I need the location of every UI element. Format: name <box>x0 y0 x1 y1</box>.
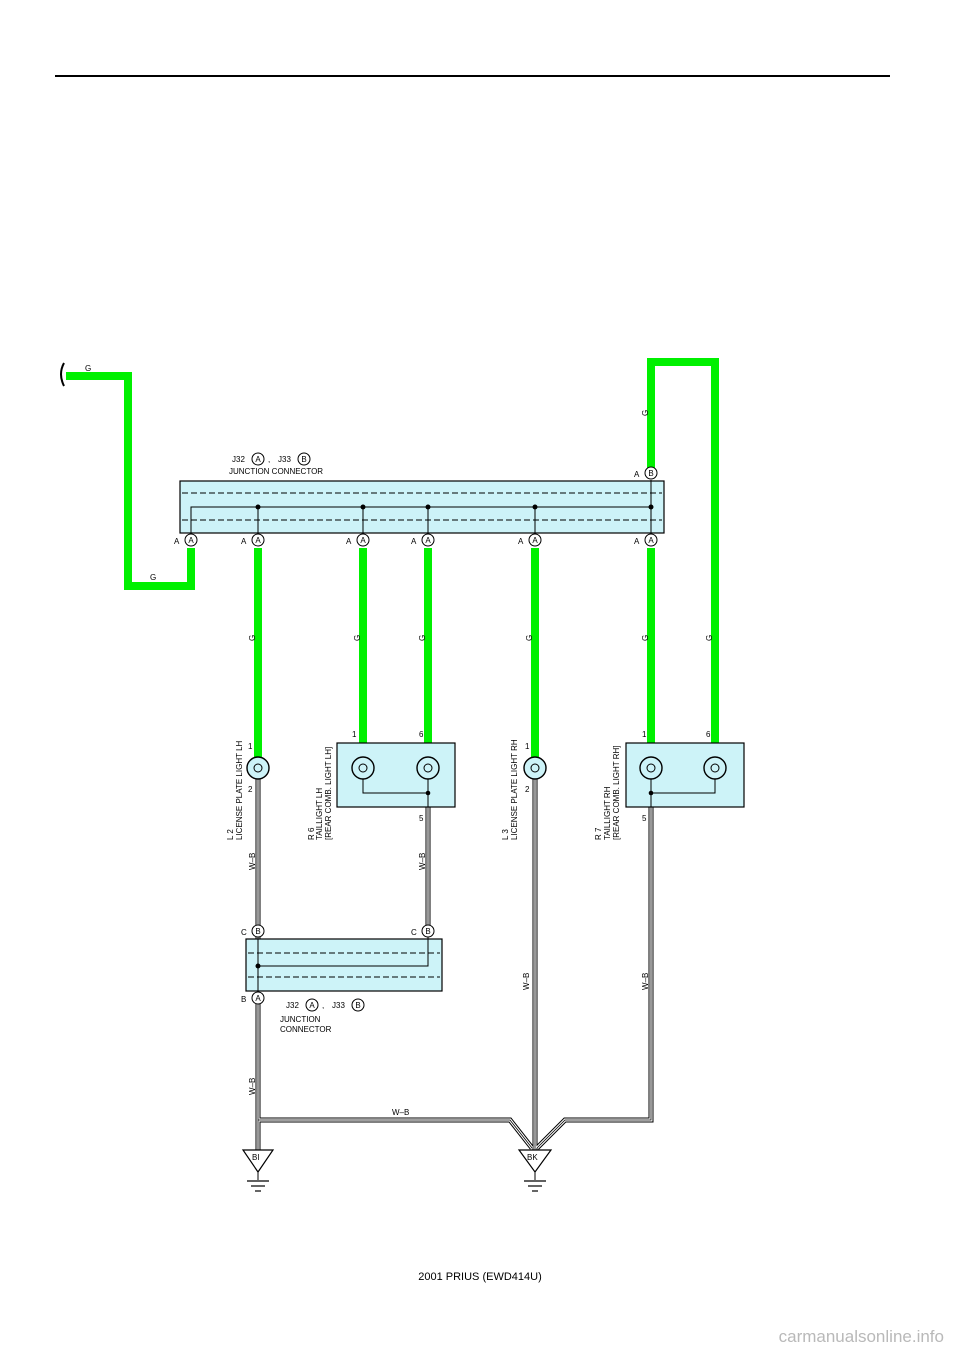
svg-text:A: A <box>634 537 640 546</box>
r7-code: R 7 <box>594 827 603 840</box>
svg-text:JUNCTION: JUNCTION <box>280 1015 321 1024</box>
r7-name: TAILLIGHT RH <box>603 786 612 840</box>
svg-text:G: G <box>85 364 91 373</box>
svg-text:2: 2 <box>248 785 253 794</box>
svg-text:W–B: W–B <box>418 853 427 870</box>
svg-text:A: A <box>634 470 640 479</box>
svg-text:A: A <box>360 536 366 545</box>
svg-text:1: 1 <box>352 730 357 739</box>
svg-text:A: A <box>174 537 180 546</box>
wb-wire-labels: W–B W–B W–B W–B W–B W–B <box>248 853 650 1117</box>
svg-text:A: A <box>255 536 261 545</box>
junction-top-letter-a: A <box>255 455 261 464</box>
wire-break-mark <box>60 362 65 387</box>
svg-text:G: G <box>641 635 650 641</box>
svg-text:A: A <box>518 537 524 546</box>
svg-text:W–B: W–B <box>522 973 531 990</box>
svg-text:A: A <box>346 537 352 546</box>
junction-connector-top <box>179 480 665 540</box>
svg-text:W–B: W–B <box>248 853 257 870</box>
r6-code: R 6 <box>307 827 316 840</box>
l3-name: LICENSE PLATE LIGHT RH <box>510 739 519 840</box>
l3-code: L 3 <box>501 829 510 840</box>
svg-text:A: A <box>255 994 261 1003</box>
svg-text:W–B: W–B <box>392 1108 409 1117</box>
svg-text:W–B: W–B <box>248 1078 257 1095</box>
svg-text:5: 5 <box>642 814 647 823</box>
svg-text:C: C <box>241 928 247 937</box>
svg-text:2: 2 <box>525 785 530 794</box>
svg-text:G: G <box>353 635 362 641</box>
svg-text:B: B <box>355 1001 360 1010</box>
svg-text:B: B <box>425 927 430 936</box>
ground-bi-label: BI <box>252 1153 260 1162</box>
svg-text:A: A <box>241 537 247 546</box>
svg-text:1: 1 <box>525 742 530 751</box>
watermark: carmanualsonline.info <box>779 1327 944 1346</box>
svg-text:5: 5 <box>419 814 424 823</box>
r7-note: [REAR COMB. LIGHT RH] <box>612 745 621 840</box>
junction-connector-bottom: C B C B B A <box>241 924 443 1005</box>
svg-text:,: , <box>322 1001 324 1010</box>
svg-text:W–B: W–B <box>641 973 650 990</box>
green-wire-labels: G G G G G G G G G <box>85 364 714 641</box>
svg-text:G: G <box>150 573 156 582</box>
ground-bi: BI <box>241 1149 275 1192</box>
svg-text:B: B <box>648 469 653 478</box>
component-l3: 1 2 L 3 LICENSE PLATE LIGHT RH <box>501 739 547 840</box>
junction-top-name: JUNCTION CONNECTOR <box>229 467 323 476</box>
svg-text:A: A <box>188 536 194 545</box>
component-r6: 1 6 5 R 6 TAILLIGHT LH [REAR COMB. LIGHT… <box>307 730 456 840</box>
svg-text:B: B <box>255 927 260 936</box>
ground-bk-label: BK <box>527 1153 538 1162</box>
svg-text:G: G <box>525 635 534 641</box>
svg-text:A: A <box>425 536 431 545</box>
junction-top-letter-b: B <box>301 455 306 464</box>
junction-top-label: J32 A , J33 B JUNCTION CONNECTOR <box>229 452 323 476</box>
footer-model: 2001 PRIUS (EWD414U) <box>418 1271 542 1283</box>
svg-text:J33: J33 <box>332 1001 345 1010</box>
svg-text:G: G <box>418 635 427 641</box>
svg-text:G: G <box>641 410 650 416</box>
svg-text:A: A <box>309 1001 315 1010</box>
r6-note: [REAR COMB. LIGHT LH] <box>324 747 333 840</box>
junction-top-sep: , <box>268 455 270 464</box>
svg-text:A: A <box>648 536 654 545</box>
svg-text:G: G <box>705 635 714 641</box>
svg-text:J32: J32 <box>286 1001 299 1010</box>
l2-name: LICENSE PLATE LIGHT LH <box>235 740 244 840</box>
junction-bottom-label: J32 A , J33 B JUNCTION CONNECTOR <box>280 998 365 1034</box>
svg-text:6: 6 <box>706 730 711 739</box>
junction-top-pins: A B A A A A A A A A A A A A <box>174 466 658 547</box>
l2-code: L 2 <box>226 829 235 840</box>
ground-bk: BK <box>517 1149 553 1192</box>
svg-text:A: A <box>411 537 417 546</box>
green-wires <box>66 358 719 758</box>
svg-text:1: 1 <box>642 730 647 739</box>
component-l2: 1 2 L 2 LICENSE PLATE LIGHT LH <box>226 740 270 840</box>
junction-top-ref-b: J33 <box>278 455 291 464</box>
r6-name: TAILLIGHT LH <box>315 788 324 840</box>
svg-text:B: B <box>241 995 246 1004</box>
svg-text:C: C <box>411 928 417 937</box>
svg-text:G: G <box>248 635 257 641</box>
junction-top-ref-a: J32 <box>232 455 245 464</box>
svg-text:1: 1 <box>248 742 253 751</box>
wb-wires <box>255 778 654 1152</box>
svg-text:6: 6 <box>419 730 424 739</box>
svg-text:CONNECTOR: CONNECTOR <box>280 1025 332 1034</box>
component-r7: 1 6 5 R 7 TAILLIGHT RH [REAR COMB. LIGHT… <box>594 730 745 840</box>
svg-text:A: A <box>532 536 538 545</box>
